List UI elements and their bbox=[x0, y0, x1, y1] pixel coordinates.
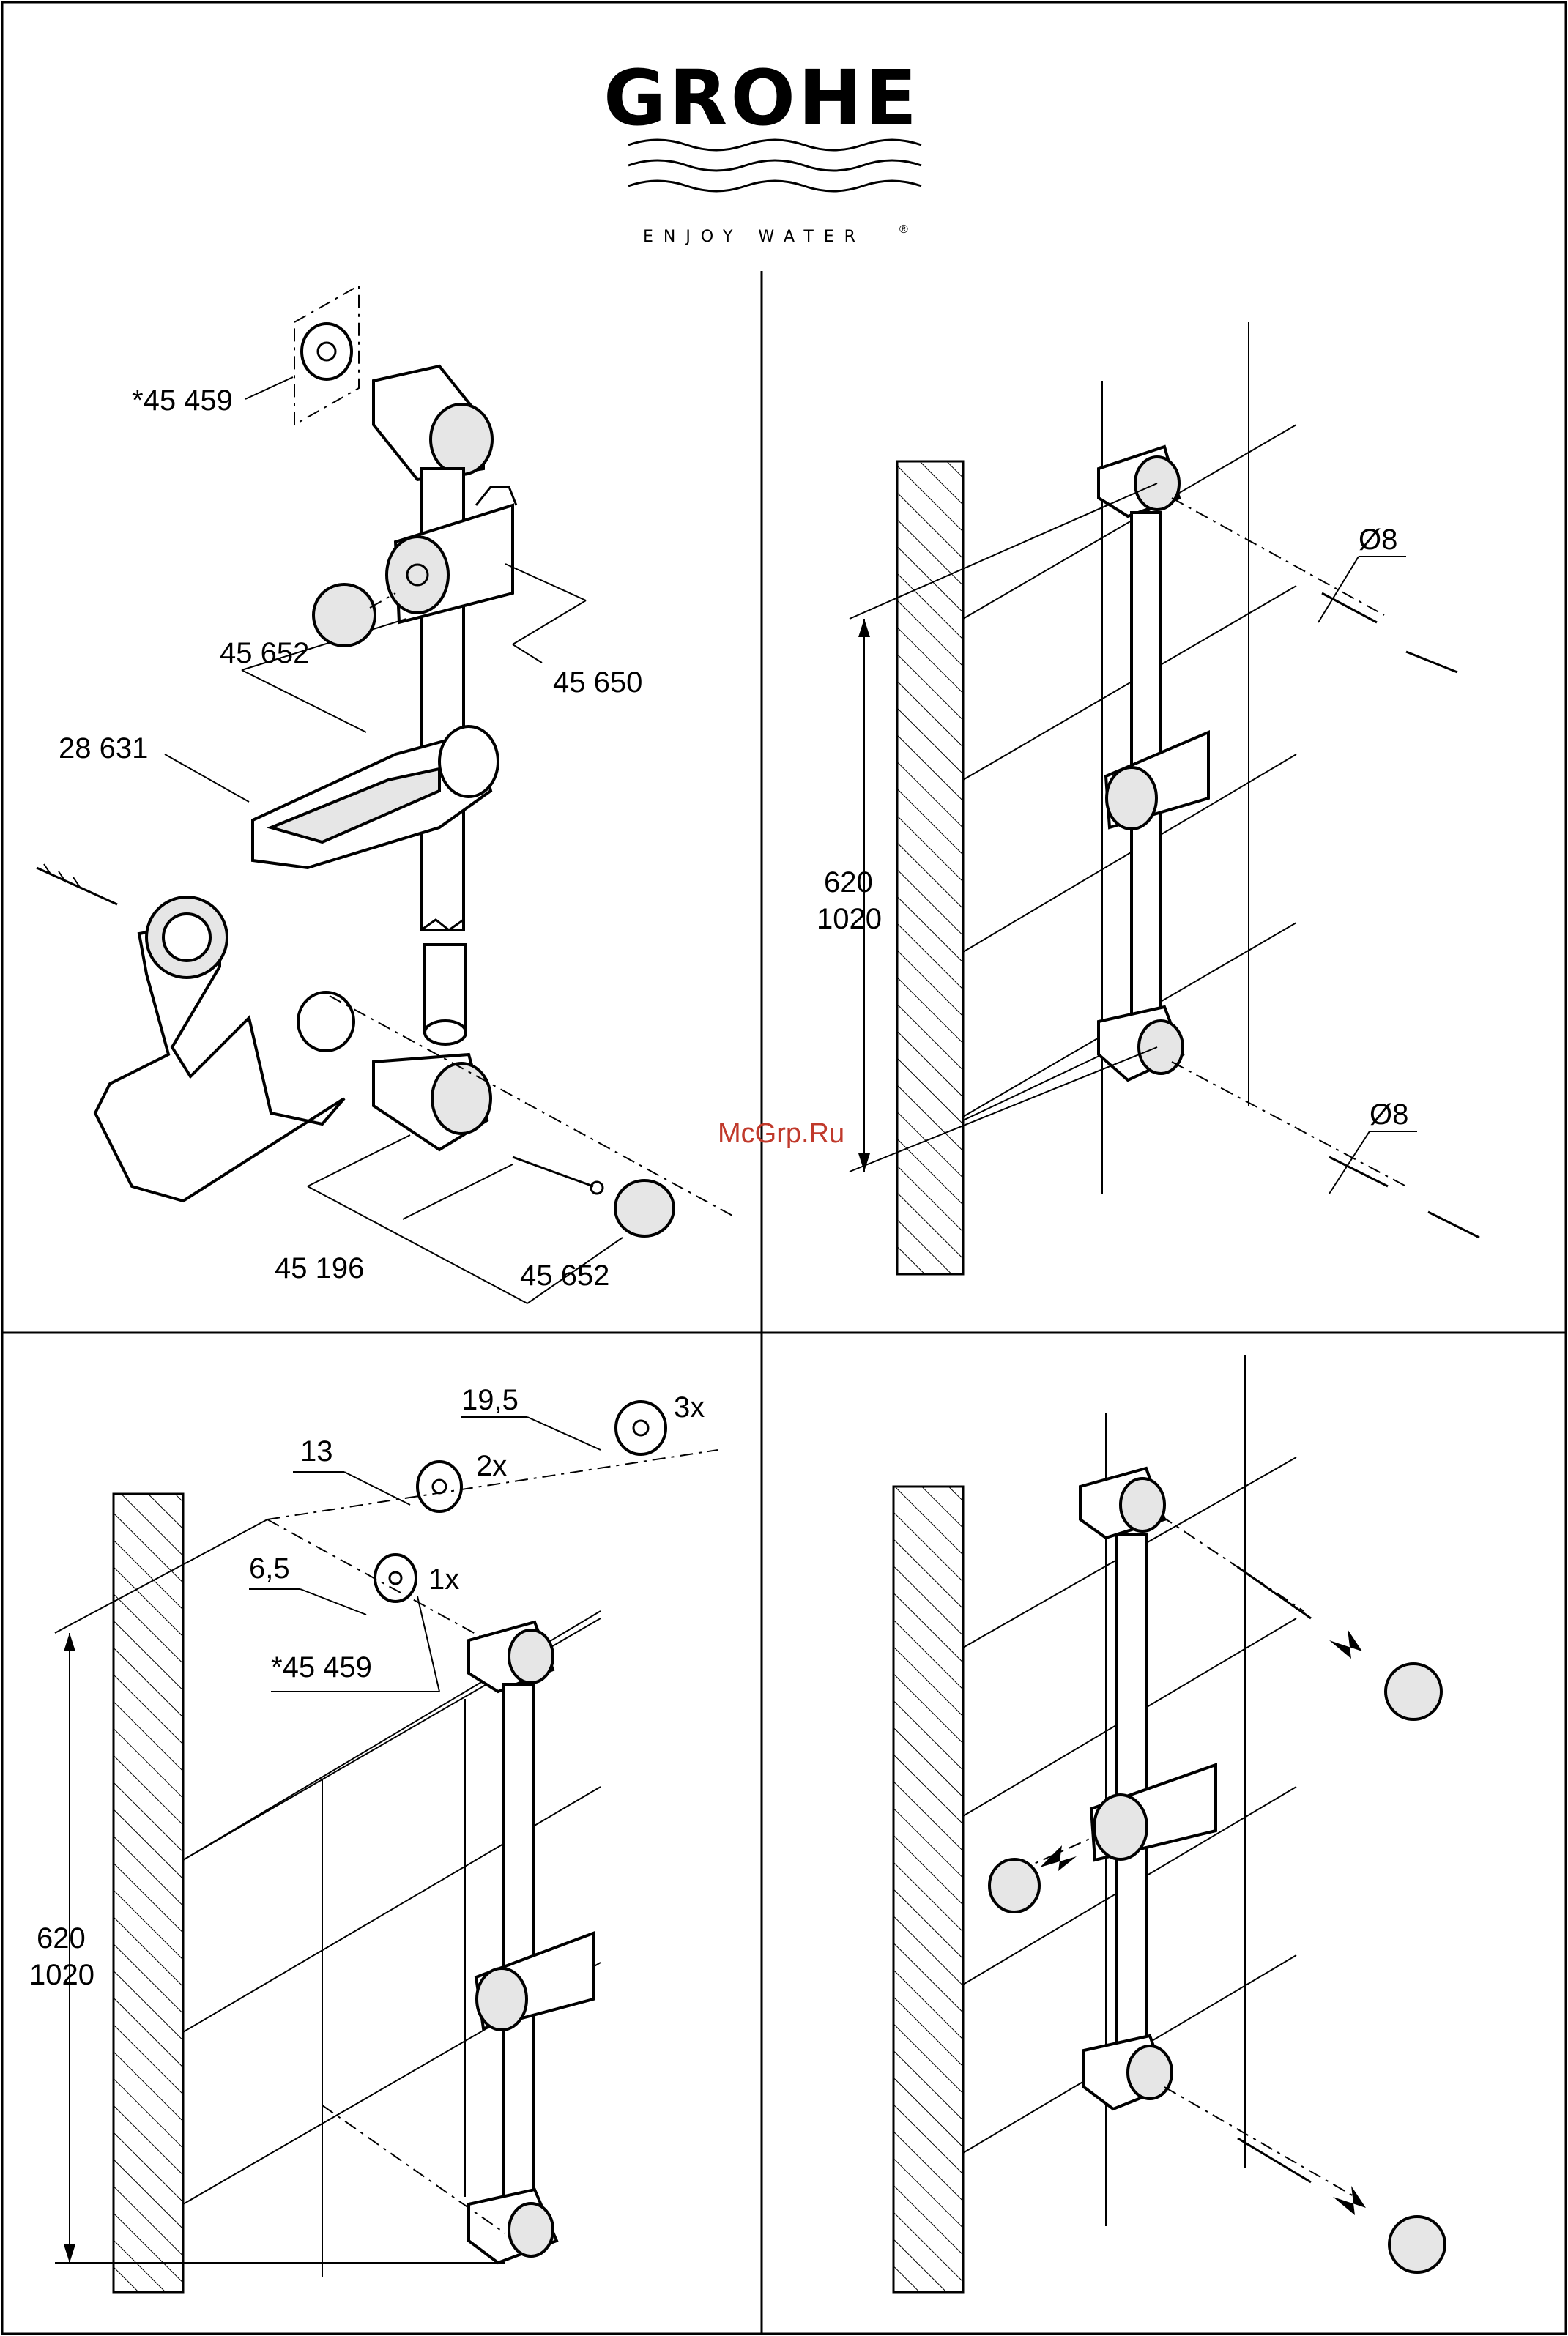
spacer-qty-3x: 3x bbox=[674, 1391, 705, 1424]
label-wall-plate: *45 459 bbox=[132, 384, 233, 417]
rail-assembly-caps bbox=[1080, 1468, 1216, 2109]
wall-plate-part bbox=[294, 286, 359, 425]
drill-diameter-top: Ø8 bbox=[1359, 524, 1397, 556]
push-arrow-top-icon bbox=[1329, 1629, 1362, 1659]
cap-middle-icon bbox=[989, 1859, 1039, 1912]
label-cap-bottom: 45 652 bbox=[520, 1260, 609, 1292]
height-1020: 1020 bbox=[817, 903, 882, 935]
spacer-13-icon bbox=[417, 1462, 461, 1511]
panel-parts: *45 459 45 652 45 650 bbox=[37, 286, 732, 1303]
cap-bottom-part bbox=[615, 1180, 674, 1236]
spacer-size-19-5: 19,5 bbox=[461, 1384, 519, 1416]
top-bracket-part bbox=[374, 366, 492, 480]
spacer-part-label: *45 459 bbox=[271, 1651, 372, 1684]
wall-corner-hatch bbox=[114, 1494, 183, 2292]
logo-wave-2 bbox=[628, 160, 921, 171]
spacer-size-13: 13 bbox=[300, 1435, 333, 1468]
spacer-qty-2x: 2x bbox=[476, 1450, 507, 1482]
rail-assembly bbox=[1099, 447, 1208, 1080]
spacer-19-5-icon bbox=[616, 1402, 666, 1454]
cap-bottom-icon bbox=[1389, 2217, 1445, 2272]
spacer-size-6-5: 6,5 bbox=[249, 1552, 290, 1585]
screw-bottom-part bbox=[513, 1157, 603, 1194]
drill-bit-bottom-icon bbox=[1329, 1157, 1479, 1238]
brand-name: GROHE bbox=[603, 53, 920, 143]
panel-spacers: 19,5 3x 13 2x 6,5 1x *45 459 bbox=[29, 1384, 718, 2292]
watermark: McGrp.Ru bbox=[718, 1118, 844, 1149]
registered-mark: ® bbox=[899, 223, 908, 236]
label-slider: 45 650 bbox=[553, 666, 642, 699]
tile-grid-corner bbox=[183, 1611, 601, 2277]
shower-caddy-part bbox=[95, 897, 344, 1201]
height-620-spacers: 620 bbox=[37, 1922, 86, 1954]
cap-top-icon bbox=[1386, 1664, 1441, 1719]
panel-wall-drill: 620 1020 Ø8 Ø8 McGrp.Ru bbox=[718, 322, 1479, 1274]
push-arrow-bottom-icon bbox=[1333, 2186, 1366, 2215]
wall-section-hatch-caps bbox=[893, 1487, 963, 2292]
height-620: 620 bbox=[824, 866, 873, 899]
brand-tagline: ENJOY WATER bbox=[643, 228, 866, 246]
cap-left-part bbox=[313, 584, 375, 646]
label-cap-left: 45 652 bbox=[220, 637, 309, 669]
height-1020-spacers: 1020 bbox=[29, 1959, 94, 1991]
drill-bit-top-icon bbox=[1322, 593, 1457, 672]
panel-caps bbox=[893, 1355, 1445, 2292]
spacer-6-5-icon bbox=[375, 1555, 416, 1602]
label-soap-dish: 28 631 bbox=[59, 732, 148, 765]
spacer-qty-1x: 1x bbox=[428, 1563, 459, 1596]
screw-bottom-icon bbox=[1238, 2138, 1311, 2182]
label-end-bracket: 45 196 bbox=[275, 1252, 364, 1284]
logo-wave-3 bbox=[628, 181, 921, 191]
drill-diameter-bottom: Ø8 bbox=[1370, 1098, 1408, 1131]
screw-top-icon bbox=[1238, 1567, 1311, 1618]
screw-left-part bbox=[37, 864, 117, 904]
rail-assembly-spacers bbox=[469, 1622, 593, 2263]
brand-logo: GROHE ENJOY WATER ® bbox=[603, 53, 921, 246]
